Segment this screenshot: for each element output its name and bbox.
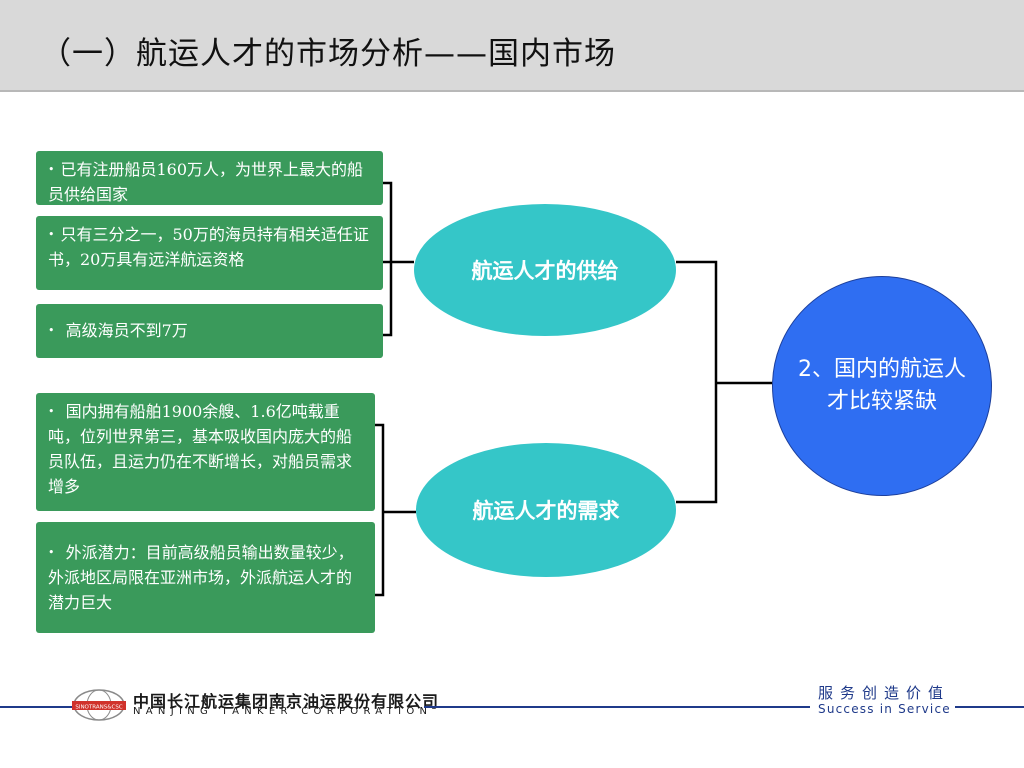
demand-node: 航运人才的需求 — [416, 443, 676, 577]
bullet-icon: • — [48, 163, 55, 176]
footer-line-middle — [424, 706, 810, 708]
bullet-icon: • — [48, 324, 55, 337]
bullet-icon: • — [48, 405, 55, 418]
demand-bracket — [375, 423, 385, 597]
supply-node: 航运人才的供给 — [414, 204, 676, 336]
conclusion-node: 2、国内的航运人才比较紧缺 — [772, 276, 992, 496]
logo-text: SINOTRANS&CSC — [75, 705, 123, 711]
bullet-icon: • — [48, 546, 55, 559]
company-name-cn: 中国长江航运集团南京油运股份有限公司 — [133, 692, 440, 711]
bullet-icon: • — [48, 228, 55, 241]
supply-item-text: 已有注册船员160万人，为世界上最大的船员供给国家 — [48, 160, 364, 204]
demand-item-2: • 外派潜力：目前高级船员输出数量较少，外派地区局限在亚洲市场，外派航运人才的潜… — [36, 522, 375, 633]
demand-item-text: 外派潜力：目前高级船员输出数量较少，外派地区局限在亚洲市场，外派航运人才的潜力巨… — [48, 543, 354, 612]
supply-item-text: 高级海员不到7万 — [60, 321, 188, 340]
supply-bracket — [383, 181, 393, 337]
page-title: （一）航运人才的市场分析——国内市场 — [40, 36, 616, 72]
slogan-en: Success in Service — [818, 702, 951, 716]
demand-item-1: • 国内拥有船舶1900余艘、1.6亿吨载重吨，位列世界第三，基本吸收国内庞大的… — [36, 393, 375, 511]
slogan-cn: 服务创造价值 — [818, 684, 951, 702]
supply-item-3: • 高级海员不到7万 — [36, 304, 383, 358]
merge-connector — [676, 260, 718, 504]
footer-line-left — [0, 706, 72, 708]
title-bar: （一）航运人才的市场分析——国内市场 — [0, 0, 1024, 92]
supply-item-text: 只有三分之一，50万的海员持有相关适任证书，20万具有远洋航运资格 — [48, 225, 369, 269]
demand-item-text: 国内拥有船舶1900余艘、1.6亿吨载重吨，位列世界第三，基本吸收国内庞大的船员… — [48, 402, 353, 496]
company-logo-icon: SINOTRANS&CSC — [72, 689, 126, 721]
supply-item-1: •已有注册船员160万人，为世界上最大的船员供给国家 — [36, 151, 383, 205]
supply-item-2: •只有三分之一，50万的海员持有相关适任证书，20万具有远洋航运资格 — [36, 216, 383, 290]
footer-line-right — [955, 706, 1024, 708]
company-name-en: NANJING TANKER CORPORATION — [133, 706, 433, 717]
